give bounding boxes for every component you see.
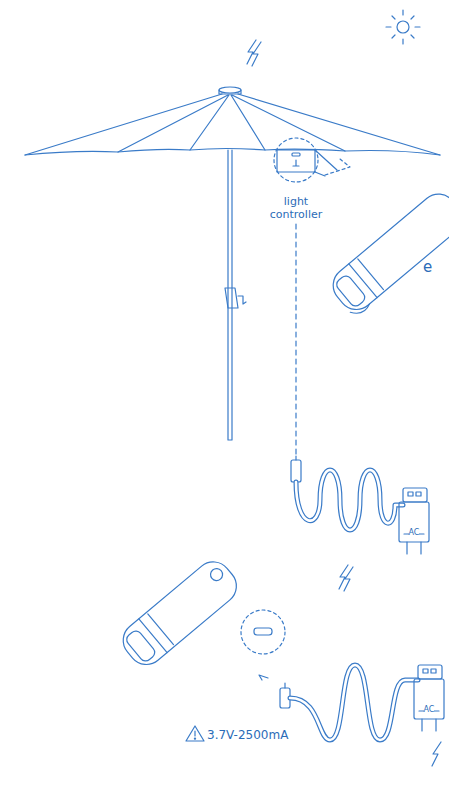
warning-icon (186, 726, 204, 741)
plug-label: AC (409, 528, 420, 537)
cut-off-text: e (423, 258, 432, 276)
charging-cable (280, 665, 444, 740)
umbrella (25, 87, 440, 440)
lightning-icon (432, 742, 441, 766)
lightning-icon (247, 40, 261, 66)
spec-label: 3.7V-2500mA (207, 728, 288, 743)
sun-icon (386, 10, 420, 44)
plug-label: AC (424, 705, 435, 714)
lightning-icon (339, 565, 353, 591)
battery-port (241, 610, 285, 680)
charging-cable (291, 456, 429, 554)
battery (326, 187, 449, 319)
light-controller (274, 138, 350, 182)
battery (116, 555, 244, 672)
part-label: light controller (261, 195, 331, 221)
leader-line (295, 224, 296, 455)
